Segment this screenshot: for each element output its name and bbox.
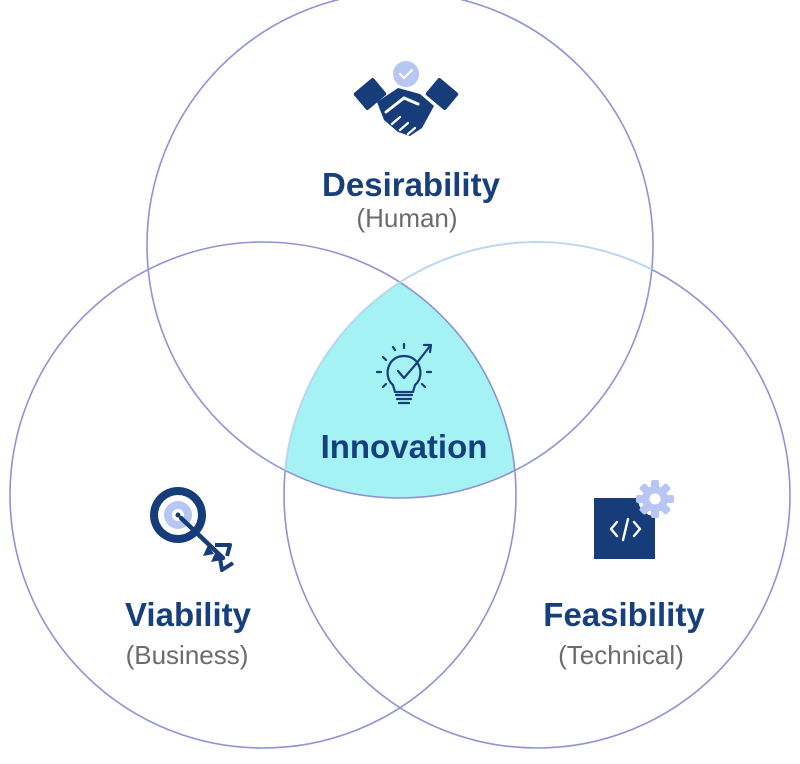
feasibility-subtitle: (Technical) [558, 640, 684, 670]
handshake-icon [353, 61, 459, 136]
viability-subtitle: (Business) [126, 640, 249, 670]
viability-circle [9, 241, 517, 749]
feasibility-title: Feasibility [543, 596, 705, 633]
target-arrow-icon [150, 487, 235, 572]
desirability-circle [146, 0, 654, 499]
lightbulb-arrow-icon [375, 342, 433, 405]
desirability-title: Desirability [322, 166, 501, 203]
code-gear-icon [594, 480, 674, 559]
viability-title: Viability [125, 596, 252, 633]
innovation-title: Innovation [321, 428, 488, 465]
desirability-subtitle: (Human) [356, 203, 457, 233]
